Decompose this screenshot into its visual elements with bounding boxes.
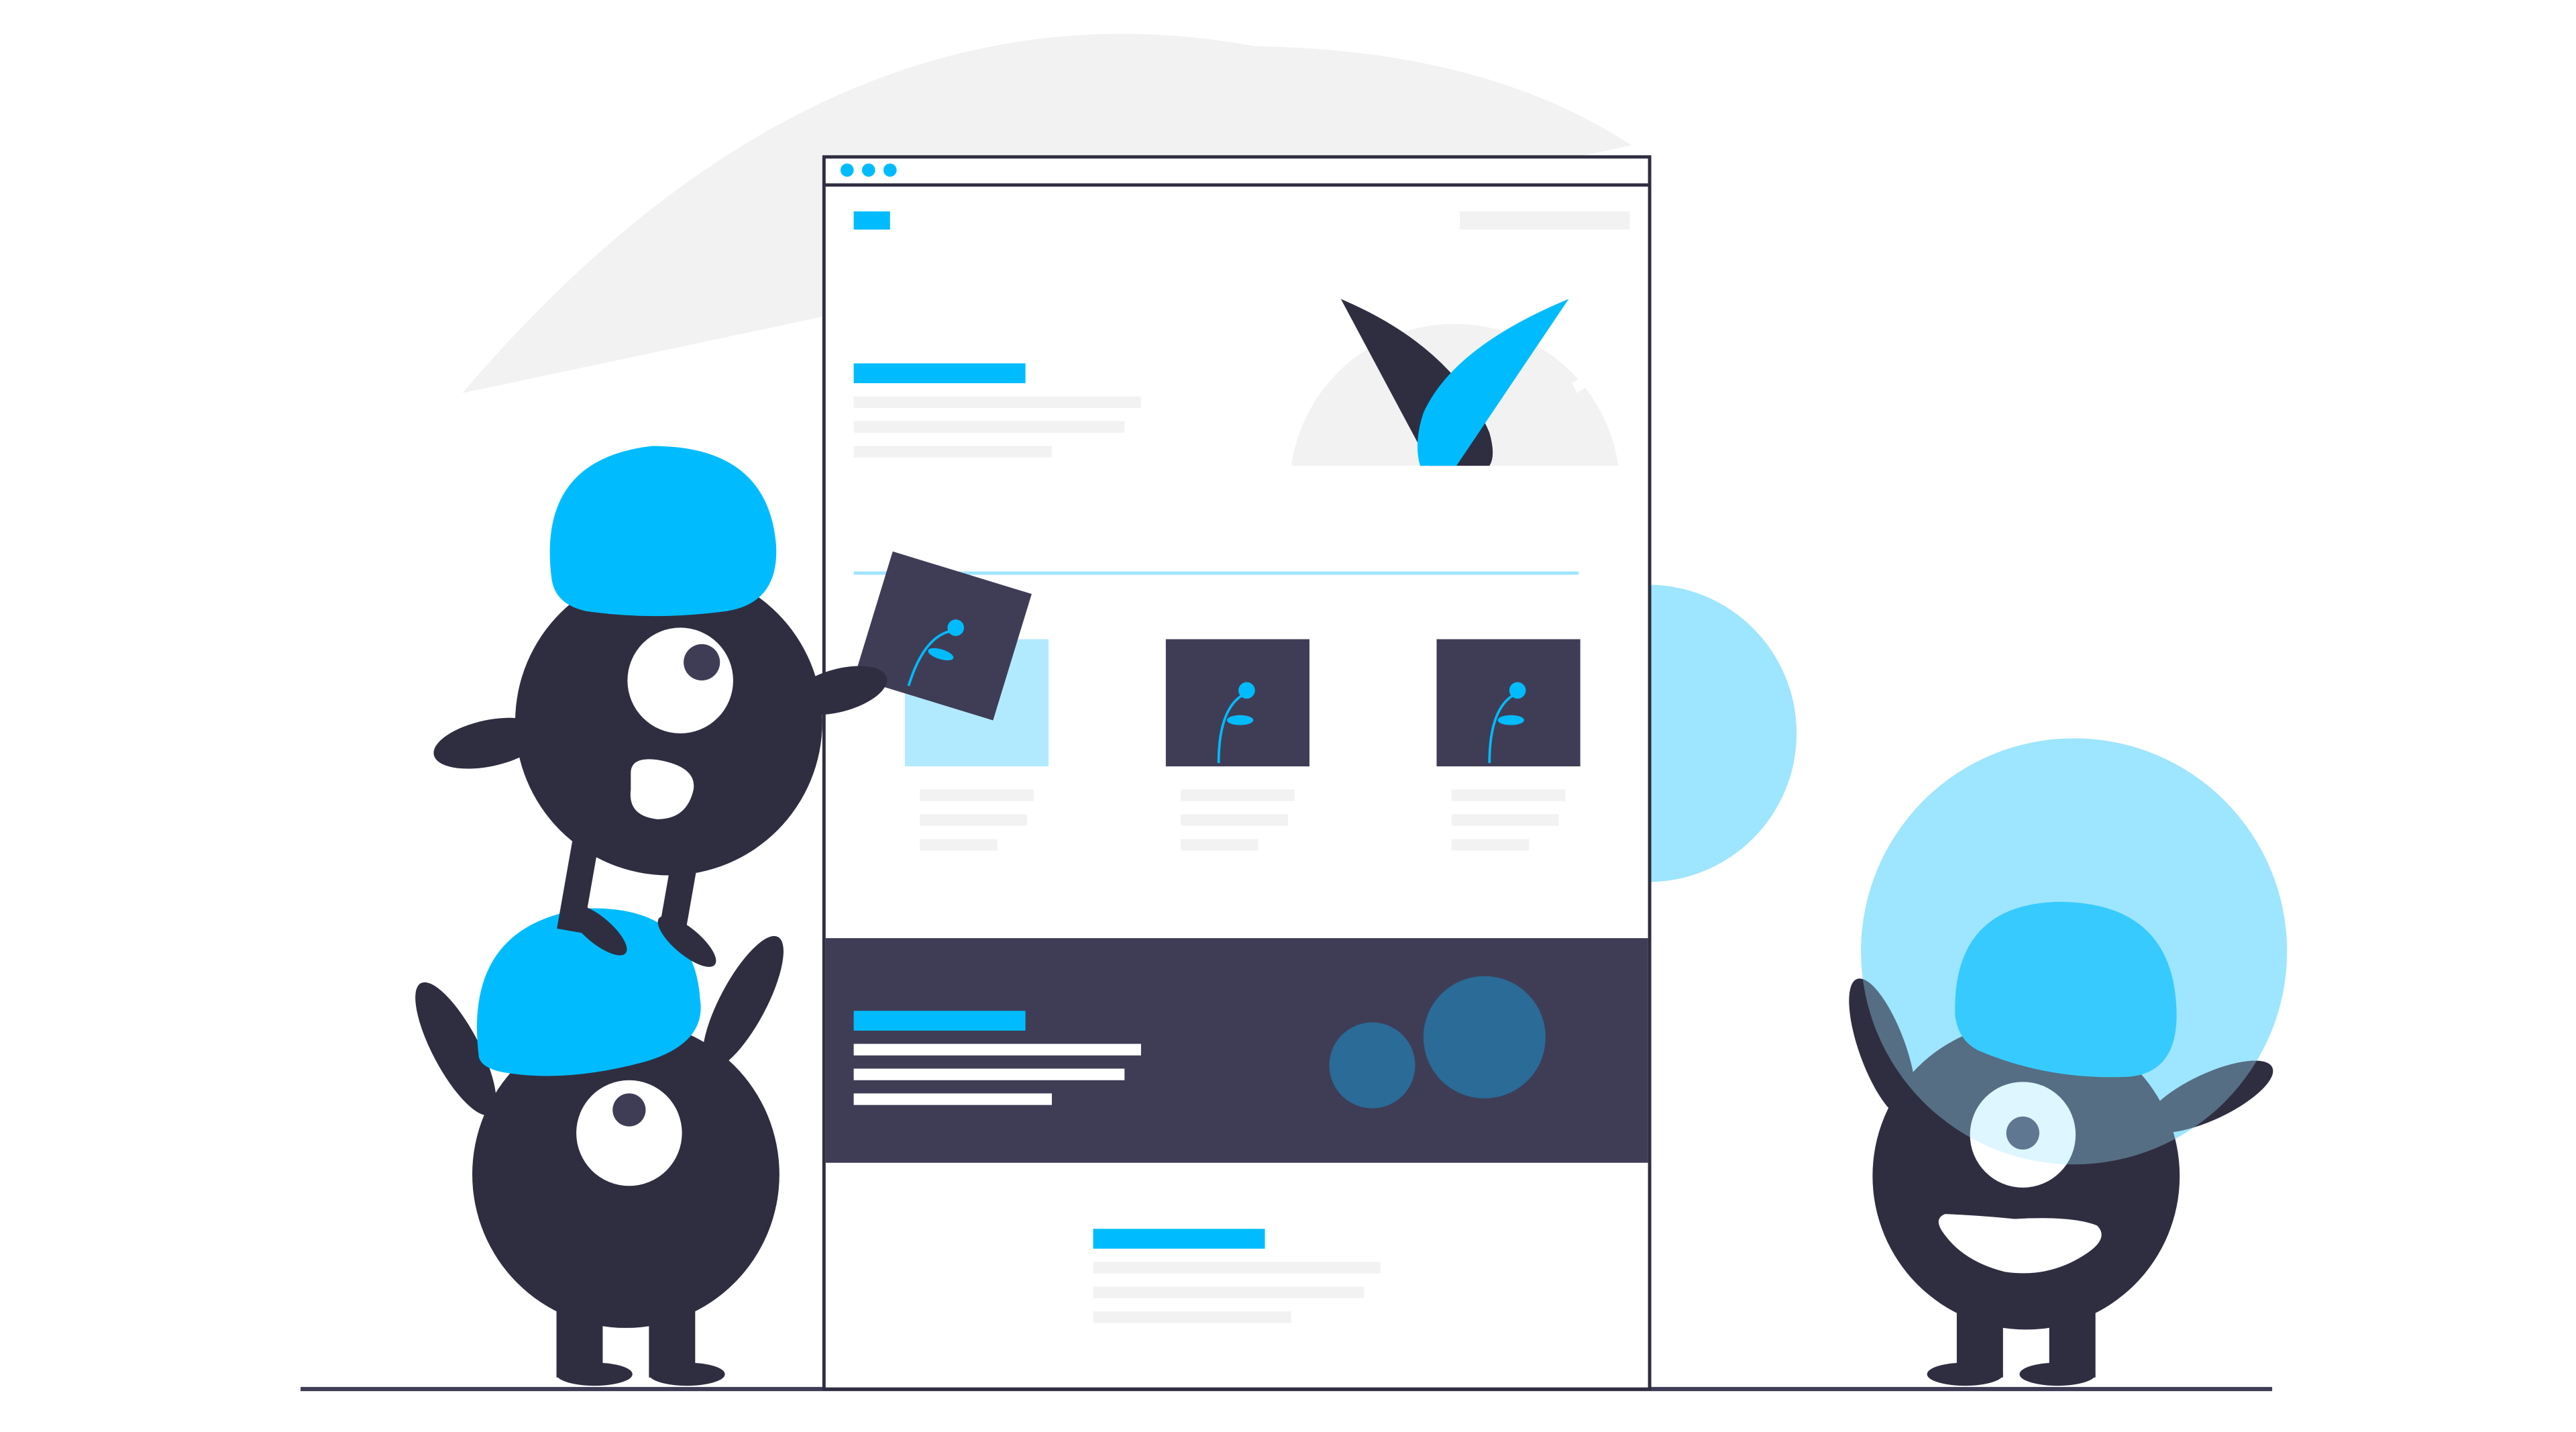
monster-foot	[2019, 1362, 2096, 1386]
card-text-line	[1451, 814, 1559, 826]
monster-foot	[649, 1362, 725, 1386]
band-text-line	[853, 1093, 1052, 1105]
footer-text-line	[1093, 1262, 1381, 1274]
gauge-tick	[1572, 366, 1602, 393]
monster-hat	[476, 908, 701, 1076]
monster-pupil	[684, 644, 720, 681]
gauge-accent-segment	[1417, 299, 1569, 466]
plant-flower	[1509, 682, 1526, 699]
card-text-line	[1181, 839, 1258, 851]
monster-mouth	[1938, 1214, 2102, 1274]
one-eyed-monster-icon	[433, 446, 888, 967]
plant-flower	[947, 619, 965, 636]
plant-flower	[1238, 682, 1255, 699]
band-text-line	[853, 1068, 1125, 1080]
one-eyed-monster-icon	[415, 908, 784, 1386]
plant-stem	[1217, 693, 1246, 764]
image-placeholder-icon	[854, 551, 1032, 721]
held-image-card	[854, 551, 1032, 721]
plant-leaf	[928, 648, 954, 661]
monster-foot	[657, 916, 716, 967]
card-text-line	[1181, 814, 1288, 826]
monster-arm-right	[790, 666, 888, 715]
plant-stem	[907, 629, 954, 686]
image-placeholder-icon	[1436, 639, 1580, 767]
footer-text-line	[1093, 1286, 1364, 1298]
pie-chart-icon	[1291, 299, 1619, 466]
card-text-line	[1451, 789, 1566, 801]
band-circle-small	[1329, 1022, 1415, 1109]
card-text-line	[1181, 789, 1295, 801]
monster-ear-right	[702, 935, 784, 1070]
monster-pupil	[612, 1093, 646, 1127]
monster-pupil	[2006, 1116, 2039, 1150]
window-dot-icon	[840, 163, 854, 177]
browser-window	[822, 155, 1652, 1391]
plant-leaf	[1497, 715, 1524, 725]
monster-leg	[557, 837, 599, 933]
monster-eye	[576, 1080, 682, 1186]
monster-ear-left	[415, 982, 496, 1116]
feature-card	[1436, 639, 1580, 851]
plant-leaf	[1226, 715, 1254, 725]
image-placeholder-icon	[1165, 639, 1309, 767]
monster-arm-right	[2145, 1060, 2273, 1133]
site-nav-placeholder	[1460, 211, 1630, 230]
band-text-line	[853, 1043, 1141, 1056]
window-dot-icon	[861, 163, 875, 177]
feature-card	[1165, 639, 1309, 851]
window-dot-icon	[883, 163, 897, 177]
card-text-line	[920, 814, 1028, 826]
monster-hat	[1955, 901, 2177, 1078]
monster-foot	[1927, 1362, 2003, 1386]
card-text-line	[920, 839, 998, 851]
monster-leg	[659, 837, 702, 933]
monster-arm-left	[433, 717, 544, 769]
hero-heading-placeholder	[853, 363, 1026, 384]
hero-text-line	[853, 396, 1141, 408]
card-text-line	[920, 789, 1034, 801]
site-logo-placeholder	[853, 211, 890, 230]
band-heading-placeholder	[853, 1011, 1026, 1031]
plant-stem	[1488, 693, 1517, 764]
one-eyed-monster-icon	[1849, 901, 2273, 1386]
monster-foot	[556, 1362, 633, 1386]
monster-foot	[568, 904, 627, 956]
monster-mouth	[630, 759, 694, 819]
monster-hat	[549, 446, 777, 617]
decor-circle-right-overlay	[1861, 738, 2288, 1165]
monster-arm-left	[1849, 978, 1916, 1119]
footer-heading-placeholder	[1093, 1229, 1265, 1249]
hero-text-line	[853, 446, 1052, 458]
footer-text-line	[1093, 1311, 1291, 1323]
band-circle-large	[1423, 976, 1546, 1098]
card-text-line	[1451, 839, 1529, 851]
hero-text-line	[853, 421, 1125, 433]
monster-eye	[627, 627, 733, 733]
